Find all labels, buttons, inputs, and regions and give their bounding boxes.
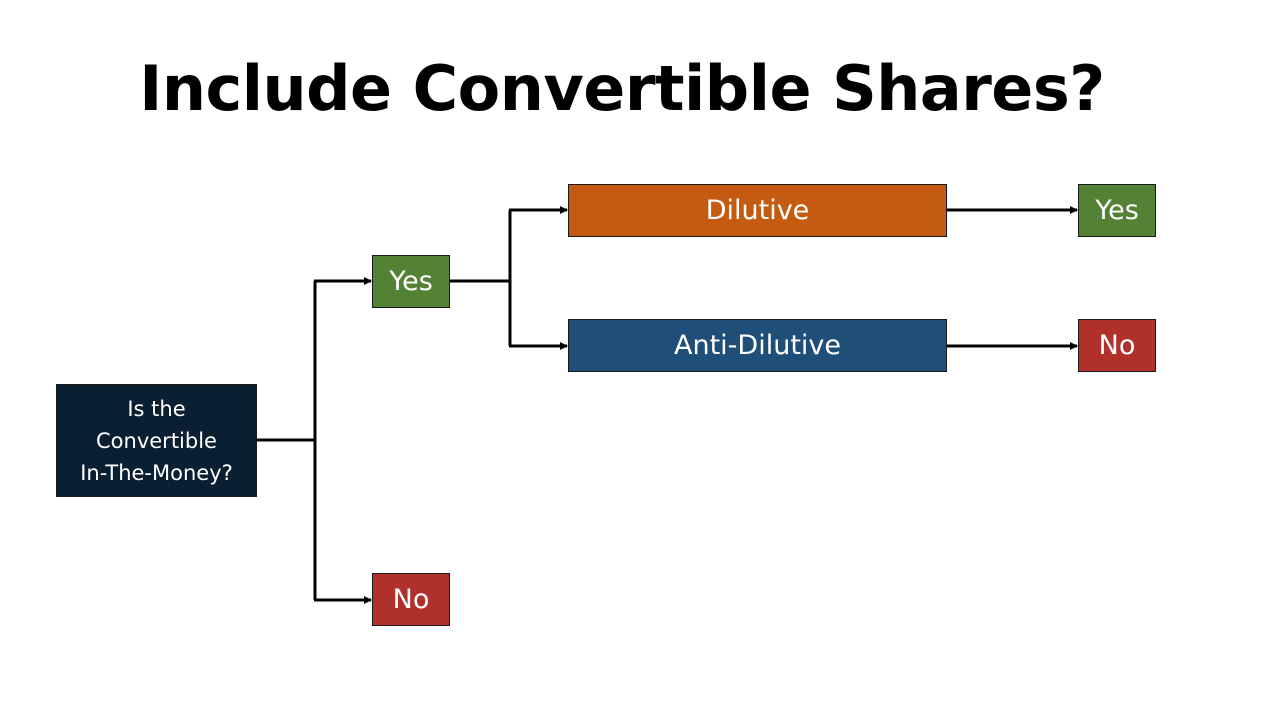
dilutive-result-label: Yes bbox=[1095, 195, 1139, 226]
anti-dilutive-result-node: No bbox=[1078, 319, 1156, 372]
anti-dilutive-node: Anti-Dilutive bbox=[568, 319, 947, 372]
anti-dilutive-label: Anti-Dilutive bbox=[674, 330, 841, 361]
question-line-3: In-The-Money? bbox=[80, 460, 233, 485]
question-line-2: Convertible bbox=[96, 428, 217, 453]
itm-no-label: No bbox=[392, 584, 430, 615]
question-node: Is the Convertible In-The-Money? bbox=[56, 384, 257, 497]
itm-yes-label: Yes bbox=[389, 266, 433, 297]
anti-dilutive-result-label: No bbox=[1098, 330, 1136, 361]
diagram-title: Include Convertible Shares? bbox=[139, 52, 1105, 125]
itm-no-node: No bbox=[372, 573, 450, 626]
dilutive-label: Dilutive bbox=[705, 195, 810, 226]
dilutive-node: Dilutive bbox=[568, 184, 947, 237]
itm-yes-node: Yes bbox=[372, 255, 450, 308]
dilutive-result-node: Yes bbox=[1078, 184, 1156, 237]
question-line-1: Is the bbox=[127, 396, 186, 421]
